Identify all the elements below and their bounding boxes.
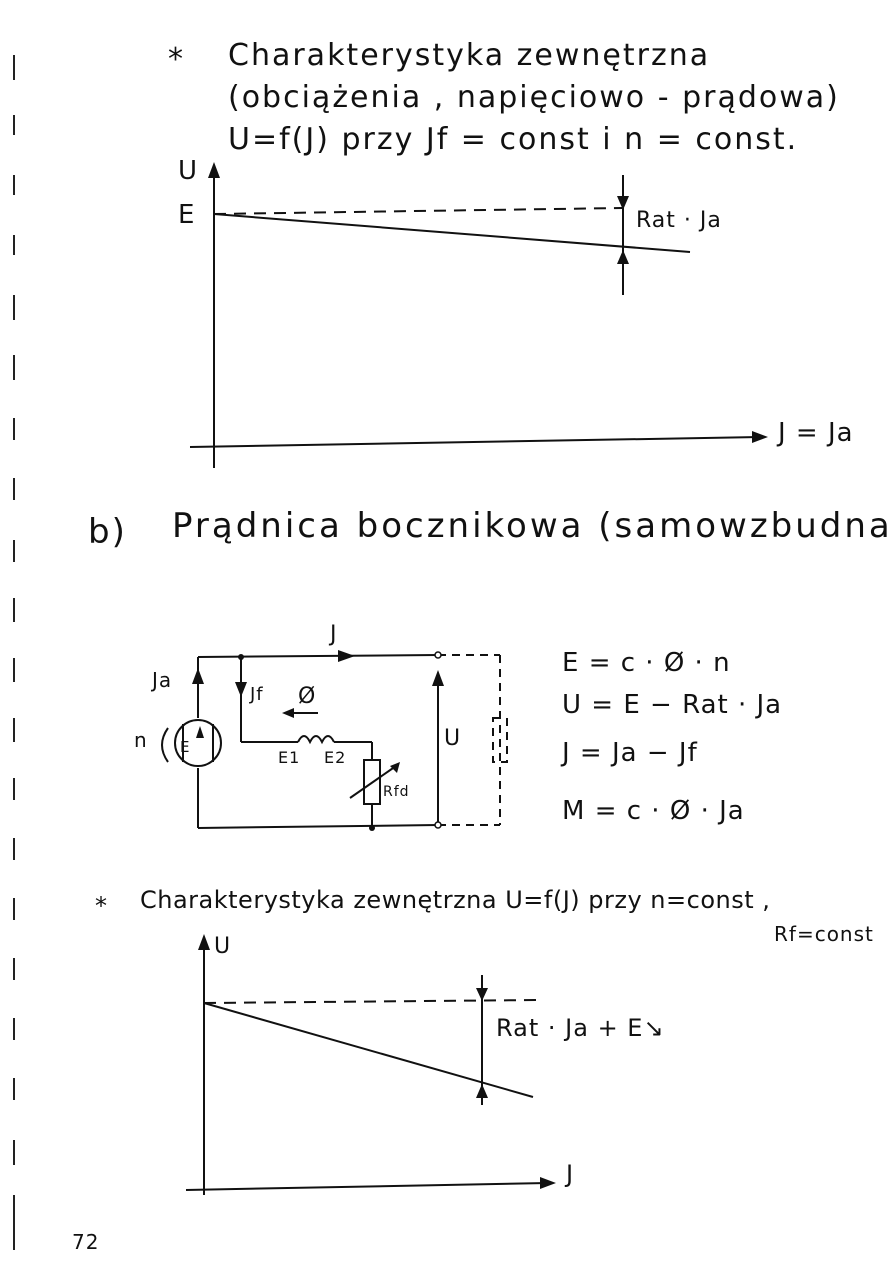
graph1-x-label: J = Ja [778, 418, 854, 448]
graph1-arrow-down [617, 196, 629, 210]
circuit-label-jf: Jf [250, 684, 264, 705]
armature-circle [174, 719, 222, 767]
section3-title-line2: Rf=const [774, 922, 874, 946]
section2-heading: Prądnica bocznikowa (samowzbudna) [172, 506, 893, 546]
circuit-label-ja: Ja [152, 668, 173, 692]
equation-current: J = Ja − Jf [562, 738, 698, 768]
graph1-x-axis [189, 436, 761, 448]
junction-top [238, 654, 244, 660]
rotation-arc [161, 727, 169, 763]
graph2-x-label: J [566, 1160, 575, 1188]
junction-bottom [369, 825, 375, 831]
circuit-label-flux: Ø [298, 684, 317, 709]
section1-title-line2: (obciążenia , napięciowo - prądowa) [228, 80, 840, 115]
graph1-e-label: E [178, 200, 196, 230]
circuit-label-e2: E2 [324, 748, 347, 767]
bottom-wire [197, 824, 439, 829]
current-jf-arrow [235, 682, 247, 697]
equation-emf: E = c · Ø · n [562, 648, 731, 678]
circuit-label-e1: E1 [278, 748, 301, 767]
graph2-characteristic-line [203, 1002, 534, 1098]
graph2-x-axis [185, 1182, 549, 1191]
graph1-x-arrow [752, 431, 768, 443]
section3-title-line1: Charakterystyka zewnętrzna U=f(J) przy n… [140, 886, 771, 914]
equation-voltage: U = E − Rat · Ja [562, 690, 783, 720]
current-ja-arrow [192, 668, 204, 684]
graph2-e-dashed-line [203, 999, 541, 1004]
load-dashed [438, 654, 508, 826]
page-number: 72 [72, 1230, 100, 1254]
resistor-arrow-head [390, 762, 400, 773]
flux-arrow-head [282, 708, 294, 718]
resistor-variable-slash [349, 765, 397, 799]
graph2-drop-label: Rat · Ja + E↘ [496, 1014, 665, 1042]
circuit-label-j: J [330, 622, 338, 647]
graph2-arrow-down [476, 988, 488, 1001]
terminal-bottom [434, 821, 442, 829]
graph1-drop-label: Rat · Ja [636, 208, 722, 233]
voltage-arrow-head [432, 670, 444, 686]
field-coil [297, 735, 335, 745]
graph1-arrow-up [617, 250, 629, 264]
graph1-y-arrow [208, 162, 220, 178]
circuit-label-n: n [134, 728, 148, 752]
graph2-y-arrow [198, 934, 210, 950]
terminal-top [434, 651, 442, 659]
bullet-star: * [168, 42, 185, 77]
bullet-star-2: * [95, 892, 108, 920]
top-wire [197, 654, 439, 658]
graph2-arrow-up [476, 1084, 488, 1098]
graph1-characteristic-line [213, 213, 691, 253]
current-j-arrow [338, 650, 355, 662]
circuit-label-u: U [444, 726, 462, 751]
graph1-y-label: U [178, 156, 199, 186]
graph2-y-label: U [214, 934, 232, 959]
section1-title-line1: Charakterystyka zewnętrzna [228, 38, 711, 73]
graph2-x-arrow [540, 1177, 556, 1189]
armature-inner-arrow [196, 726, 204, 738]
equation-torque: M = c · Ø · Ja [562, 796, 745, 826]
circuit-label-e: E [180, 738, 191, 756]
section2-marker: b) [88, 512, 127, 552]
section1-title-line3: U=f(J) przy Jf = const i n = const. [228, 122, 799, 157]
circuit-label-rfd: Rfd [383, 784, 410, 800]
graph1-e-dashed-line [213, 207, 623, 215]
